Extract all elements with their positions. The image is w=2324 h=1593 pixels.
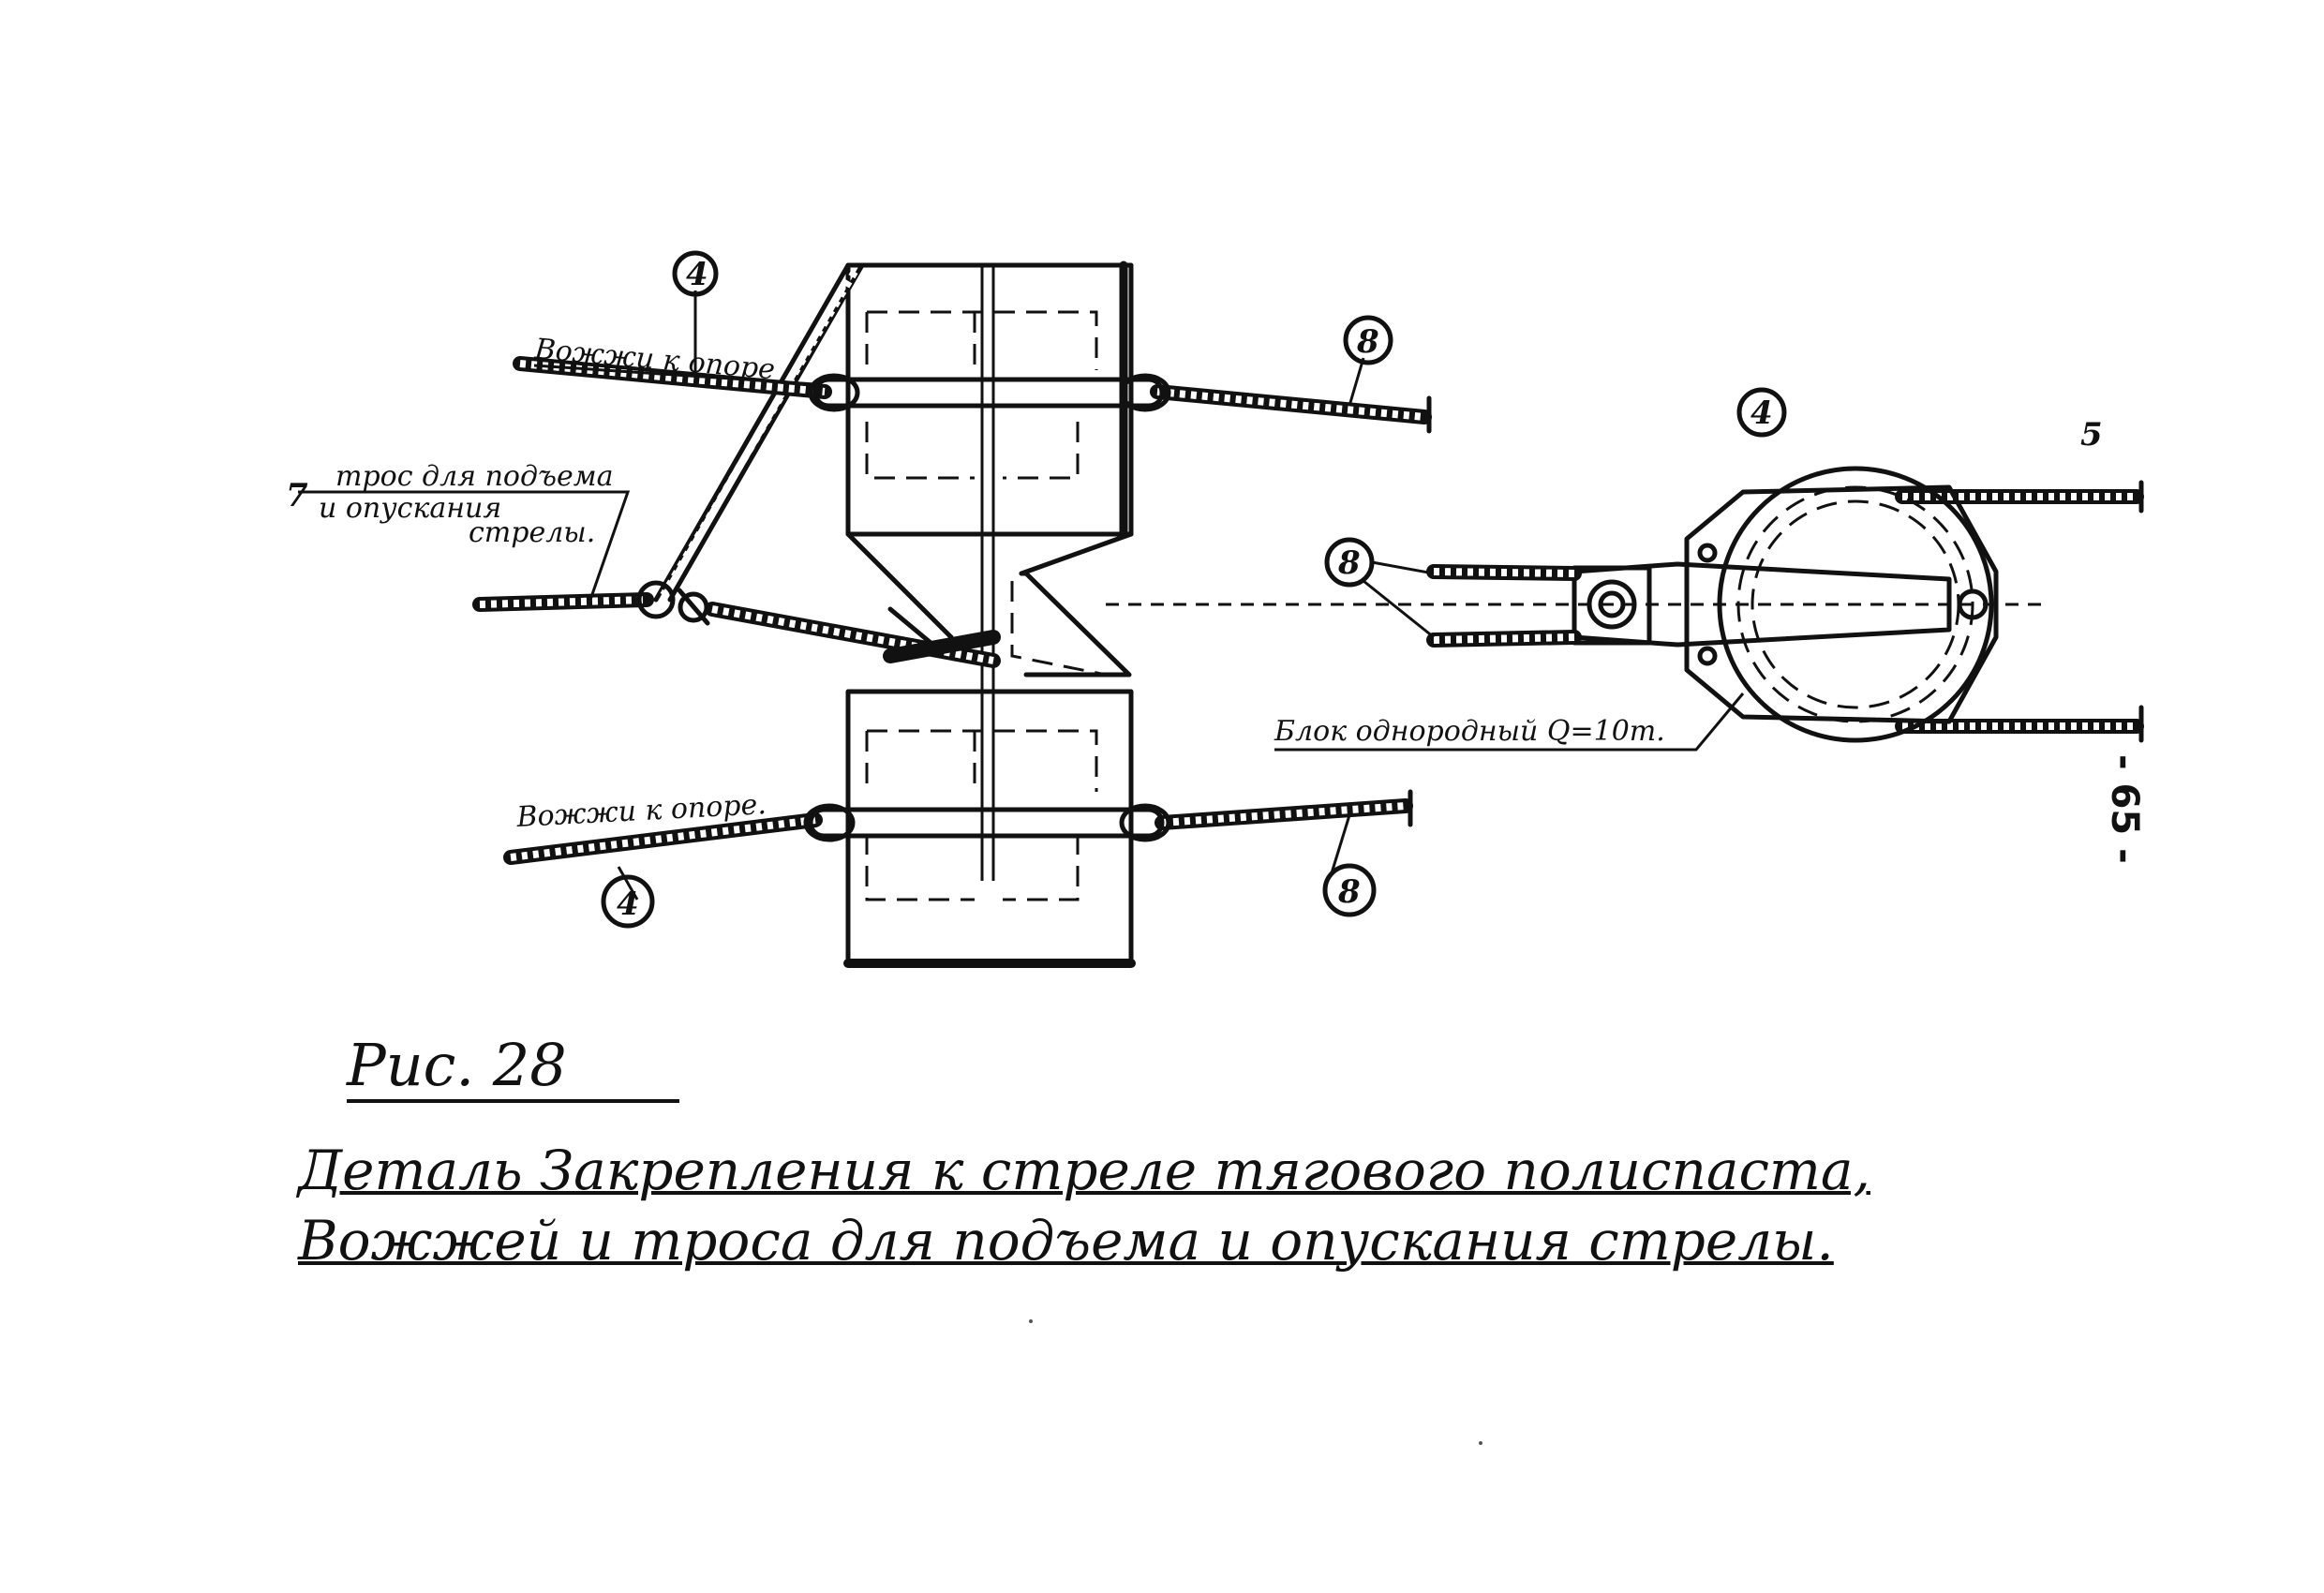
callout-bottom-left: 4: [601, 874, 655, 929]
callout-top-right: 8: [1343, 315, 1393, 365]
guy-cables-bottom: [503, 789, 1413, 865]
boom-diagonal-brace: [653, 262, 865, 603]
boom-lower-box: [845, 689, 1134, 966]
figure-title-line1: Деталь Закрепления к стреле тягового пол…: [298, 1139, 1870, 1202]
callout-top-left: 4: [672, 250, 719, 297]
label-rope-line2: и опускания: [319, 492, 501, 525]
block-cheek-plate: [1684, 484, 1999, 724]
label-rope-number: 7: [286, 477, 308, 514]
figure-title-line2: Вожжей и троса для подъема и опускания с…: [298, 1209, 1834, 1273]
svg-text:8: 8: [1337, 544, 1361, 582]
svg-text:4: 4: [1750, 395, 1773, 432]
svg-text:4: 4: [686, 256, 708, 293]
label-block: Блок однородный Q=10т.: [1274, 715, 1665, 748]
svg-text:8: 8: [1337, 873, 1361, 911]
lifting-rope: [472, 580, 1001, 668]
leader-lines: [298, 290, 1365, 901]
callout-block-left: 8: [1324, 537, 1435, 639]
boom-upper-box: [845, 262, 1134, 537]
callout-block-right: 5: [2080, 416, 2103, 454]
page-number: - 65 -: [2103, 754, 2146, 864]
pulley-block: [1331, 466, 2144, 743]
callout-bottom-right: 8: [1322, 863, 1377, 917]
svg-text:4: 4: [617, 886, 639, 923]
label-rope-line1: трос для подъема: [335, 460, 613, 493]
label-rope-line3: стрелы.: [469, 516, 595, 549]
boom-middle-transition: [887, 571, 1132, 677]
callout-block-top: 4: [1736, 387, 1787, 438]
svg-text:8: 8: [1356, 323, 1379, 361]
svg-text:5: 5: [2080, 416, 2103, 454]
figure-number: Рис. 28: [347, 1031, 679, 1103]
rope-shackle: [636, 580, 676, 619]
boom-upper-taper: [845, 531, 1134, 640]
